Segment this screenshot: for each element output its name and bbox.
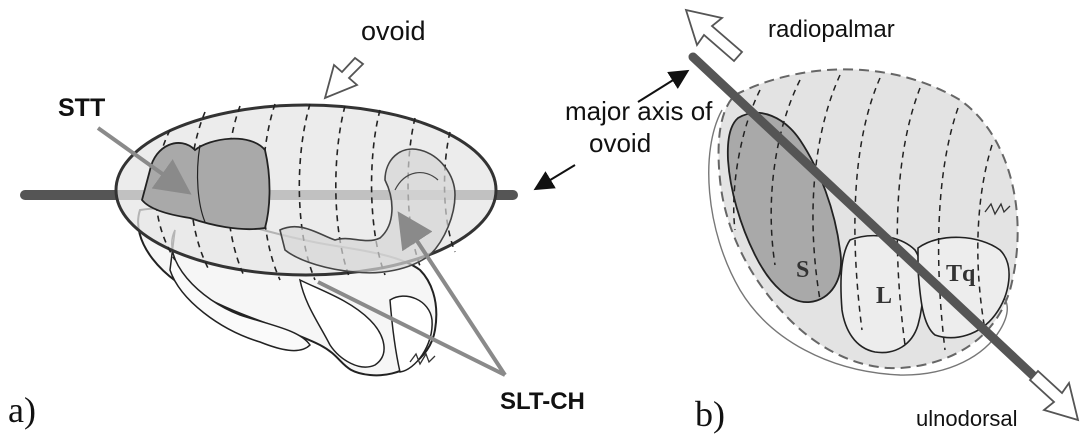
label-ovoid: ovoid [361,18,426,45]
label-lunate: L [876,284,892,308]
label-slt-ch: SLT-CH [500,390,585,414]
triquetrum-bone-shape [918,237,1009,337]
label-radiopalmar: radiopalmar [768,18,895,42]
panel-a-letter: a) [8,392,36,428]
panel-b-letter: b) [695,396,725,432]
label-scaphoid: S [796,258,809,282]
label-stt: STT [58,96,105,121]
label-ulnodorsal: ulnodorsal [916,408,1018,430]
ulnodorsal-hollow-arrow [1030,371,1078,420]
label-major-axis-line2: ovoid [589,130,651,156]
ovoid-hollow-arrow [325,58,363,98]
label-major-axis-line1: major axis of [565,98,712,124]
panel-b-diagram [638,10,1078,420]
major-axis-pointer [537,165,575,188]
label-triquetrum: Tq [946,262,975,286]
